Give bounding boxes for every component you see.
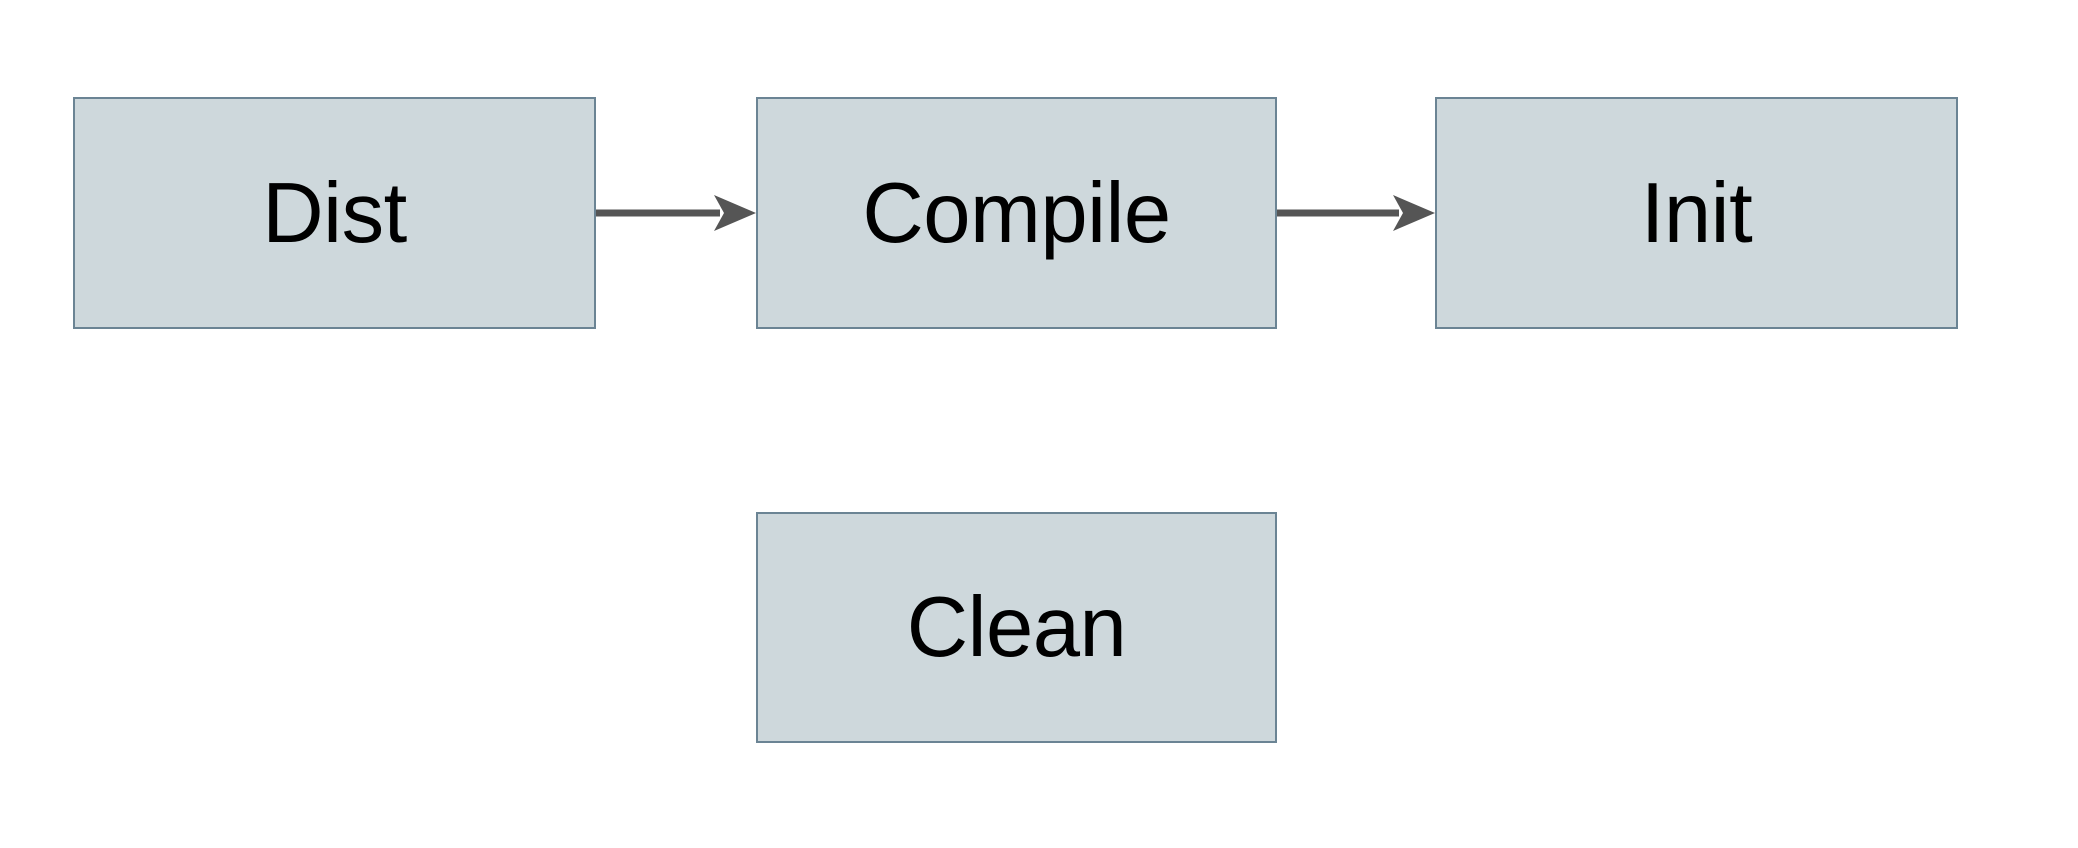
diagram-edge-dist-to-compile[interactable] [596, 190, 756, 236]
diagram-node-label: Init [1640, 165, 1753, 261]
diagram-node-init[interactable]: Init [1435, 97, 1958, 329]
diagram-node-label: Clean [906, 580, 1127, 675]
diagram-node-label: Compile [862, 165, 1171, 261]
diagram-edge-compile-to-init[interactable] [1277, 190, 1435, 236]
diagram-node-compile[interactable]: Compile [756, 97, 1277, 329]
diagram-node-dist[interactable]: Dist [73, 97, 596, 329]
diagram-node-label: Dist [262, 165, 407, 261]
barbed-arrow-icon [714, 195, 756, 231]
diagram-node-clean[interactable]: Clean [756, 512, 1277, 743]
barbed-arrow-icon [1393, 195, 1435, 231]
